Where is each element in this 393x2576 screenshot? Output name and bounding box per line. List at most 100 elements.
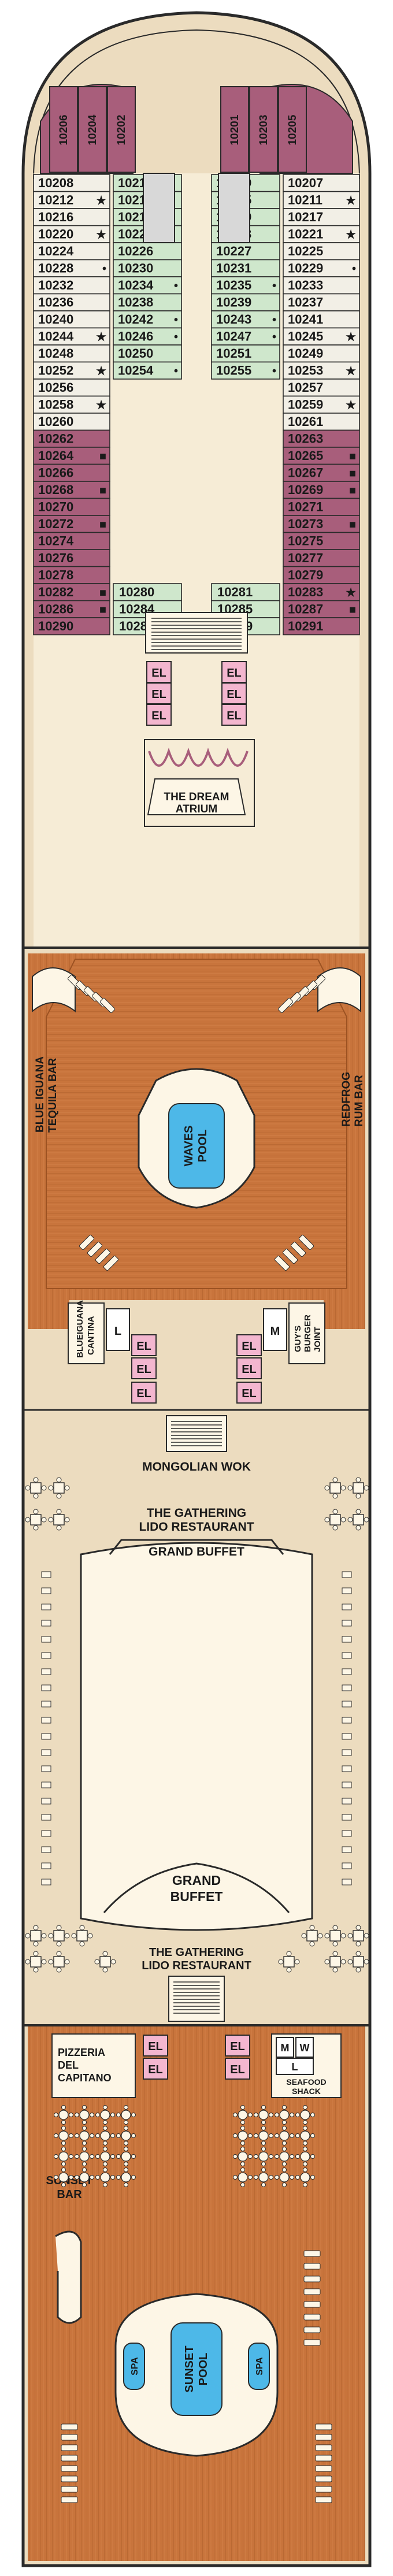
cabin-mark-10246: • [174,331,178,344]
cabin-10275 [283,532,360,550]
cabin-10252 [33,361,110,380]
cabin-10261 [283,413,360,431]
elevator-fwd-port-3-label: EL [151,710,166,722]
dining-table-0 [25,1477,47,1499]
cabin-10243 [211,310,280,329]
aft-table-18 [75,2147,94,2166]
booth-seat-stbd-7 [342,1684,352,1691]
elevator-fwd-stbd-1 [221,661,247,683]
cabin-10249 [283,344,360,363]
booth-seat-stbd-11 [342,1749,352,1756]
cabin-number-10277: 10277 [288,551,323,565]
lounger-aft3-0 [61,2423,78,2430]
dining-table-13 [94,1951,116,1973]
booth-seat-port-6 [41,1668,51,1675]
cabin-10286 [33,600,110,618]
dining-table-1 [48,1477,70,1499]
dining-table-5 [324,1477,346,1499]
booth-seat-port-8 [41,1701,51,1708]
lounger-aft3-5 [61,2475,78,2482]
cabin-10221 [283,225,360,243]
cabin-10206 [49,86,78,173]
dining-table-4 [347,1477,369,1499]
cabin-10230 [113,259,182,277]
cabin-number-10233: 10233 [288,278,323,292]
booth-seat-port-7 [41,1684,51,1691]
cabin-number-10262: 10262 [38,432,73,446]
cabin-number-10251: 10251 [216,346,251,361]
cabin-mark-10253: ★ [346,365,356,378]
dining-table-7 [324,1509,346,1531]
cabin-10236 [33,293,110,311]
gathering-label-2a: THE GATHERING [149,1946,244,1959]
booth-seat-port-3 [41,1620,51,1627]
cabin-10202 [107,86,136,173]
booth-seat-stbd-13 [342,1781,352,1788]
aft-men-label: M [281,2042,290,2054]
cabin-number-10230: 10230 [118,261,153,276]
elevator-fwd-port-3 [146,704,172,726]
cabin-number-10224: 10224 [38,244,74,258]
cabin-number-10240: 10240 [38,312,73,326]
cabin-number-10239: 10239 [216,295,251,310]
cabin-10211 [283,191,360,209]
cabin-10242 [113,310,182,329]
booth-seat-stbd-6 [342,1668,352,1675]
cabin-number-10249: 10249 [288,346,323,361]
cabin-number-10229: 10229 [288,261,323,276]
cabin-number-10281: 10281 [217,585,253,599]
cabin-number-10211: 10211 [288,193,322,207]
cabin-number-10291: 10291 [288,619,323,633]
cabin-number-10256: 10256 [38,380,73,395]
lounger-aft-2 [303,2276,321,2282]
booth-seat-port-16 [41,1830,51,1837]
cabin-number-10275: 10275 [288,534,323,548]
cabin-10290 [33,617,110,636]
cabin-10235 [211,276,280,295]
elevator-aft-port-2 [143,2058,168,2080]
elevator-aft-port-1 [143,2035,168,2057]
elevator-mid-port-3-label: EL [136,1387,151,1400]
cabin-number-10201: 10201 [229,114,241,145]
aft-table-9 [233,2126,253,2146]
lounger-aft3-4 [61,2465,78,2472]
aft-table-25 [233,2167,253,2187]
cabin-number-10205: 10205 [287,114,299,145]
elevator-mid-stbd-3 [236,1382,262,1404]
dining-table-8 [25,1925,47,1947]
lido-area: MONGOLIAN WOK THE GATHERING LIDO RESTAUR… [80,1460,313,2022]
booth-seat-port-0 [41,1571,51,1578]
aft-table-4 [95,2105,115,2125]
cabin-number-10278: 10278 [38,568,73,582]
cabin-mark-10252: ★ [96,365,106,378]
cabin-10263 [283,429,360,448]
cabin-10262 [33,429,110,448]
dining-table-3 [48,1509,70,1531]
elevator-aft-stbd-1-label: EL [230,2040,245,2053]
burger-label-3: JOINT [313,1327,322,1352]
aft-table-14 [116,2126,136,2146]
cabin-number-10250: 10250 [118,346,153,361]
cabin-number-10261: 10261 [288,414,323,429]
cabin-number-10246: 10246 [118,329,153,344]
aft-table-13 [275,2126,294,2146]
booth-seat-stbd-19 [342,1879,352,1885]
cabin-10270 [33,498,110,516]
men-label-mid: M [270,1325,280,1338]
aft-table-2 [75,2105,94,2125]
booth-seat-stbd-4 [342,1636,352,1643]
dining-table-9 [48,1925,70,1947]
cabin-mark-10212: ★ [96,195,106,207]
dining-table-10 [25,1951,47,1973]
cabin-10259 [283,395,360,414]
booth-seat-port-4 [41,1636,51,1643]
lounger-12 [87,1241,103,1257]
lido-dining-tables [25,1477,369,1973]
dream-atrium: THE DREAM ATRIUM [144,739,255,827]
cabin-number-10282: 10282 [38,585,73,599]
cabin-10241 [283,310,360,329]
cabin-number-10287: 10287 [288,602,323,617]
redfrog-rum-bar: REDFROG RUM BAR [317,967,365,1127]
seafood-label-1: SEAFOOD [286,2077,326,2087]
cabin-number-10264: 10264 [38,448,74,463]
